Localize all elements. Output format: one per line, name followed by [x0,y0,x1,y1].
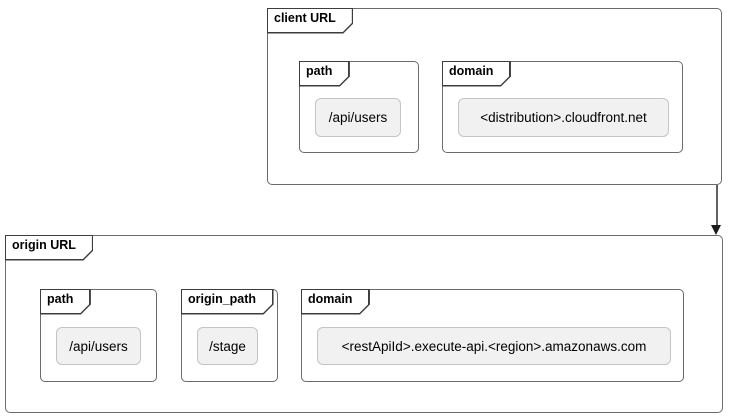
origin-origin-path-frame-title: origin_path [182,290,272,313]
arrow-line [716,185,718,226]
origin-origin-path-frame-tab: origin_path [181,289,274,315]
origin-path-value-box: /api/users [56,327,141,365]
client-url-frame-title: client URL [268,9,352,32]
client-path-frame: path /api/users [299,61,419,153]
client-domain-frame-tab: domain [442,61,511,87]
origin-origin-path-frame: origin_path /stage [181,289,278,382]
origin-path-frame: path /api/users [40,289,157,382]
origin-domain-frame-tab: domain [301,289,370,315]
client-path-value-box: /api/users [315,98,401,137]
client-url-frame-tab: client URL [267,8,354,34]
origin-path-frame-tab: path [40,289,91,315]
client-url-frame: client URL path /api/users domain <distr… [267,8,722,185]
origin-domain-value-box: <restApiId>.execute-api.<region>.amazona… [317,327,671,365]
arrow-down-icon [711,225,721,235]
client-domain-frame: domain <distribution>.cloudfront.net [442,61,683,153]
origin-domain-frame-title: domain [302,290,368,313]
origin-url-frame-title: origin URL [6,236,92,259]
origin-url-frame-tab: origin URL [5,235,94,261]
client-domain-frame-title: domain [443,62,509,85]
client-path-frame-tab: path [299,61,350,87]
client-path-frame-title: path [300,62,348,85]
origin-path-frame-title: path [41,290,89,313]
origin-url-frame: origin URL path /api/users origin_path /… [5,235,723,413]
client-domain-value-box: <distribution>.cloudfront.net [458,98,669,137]
origin-domain-frame: domain <restApiId>.execute-api.<region>.… [301,289,684,382]
origin-origin-path-value-box: /stage [197,327,258,365]
